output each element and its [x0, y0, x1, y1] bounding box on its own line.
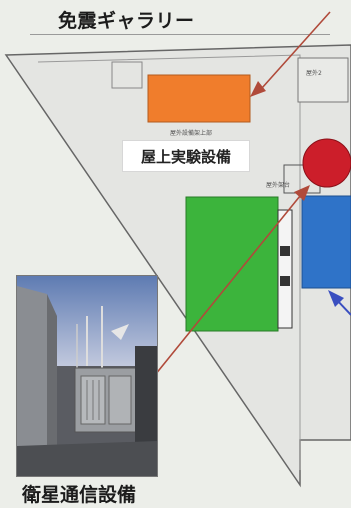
- blue-equipment: [301, 195, 351, 289]
- satellite-photo: [16, 275, 158, 477]
- green-side-panel: [277, 209, 293, 329]
- green-equipment: [185, 196, 279, 332]
- satellite-label: 衛星通信設備: [22, 484, 137, 506]
- room-label-top-right: 屋外2: [306, 70, 322, 77]
- gallery-title: 免震ギャラリー: [58, 10, 195, 32]
- arrow-photo-to-red: [154, 195, 301, 376]
- label-under-red: 屋外架台: [266, 182, 291, 189]
- red-dish: [302, 138, 351, 188]
- arrow-to-orange: [261, 11, 331, 89]
- label-under-orange: 屋外設備架上部: [170, 130, 213, 137]
- inner-wall: [37, 54, 301, 470]
- rooftop-equipment-label: 屋上実験設備: [122, 140, 250, 172]
- room-top-right: [297, 57, 349, 103]
- title-divider: [30, 34, 330, 35]
- floor-outline: [4, 44, 351, 488]
- stair-block: [111, 61, 143, 89]
- orange-equipment: [147, 74, 251, 123]
